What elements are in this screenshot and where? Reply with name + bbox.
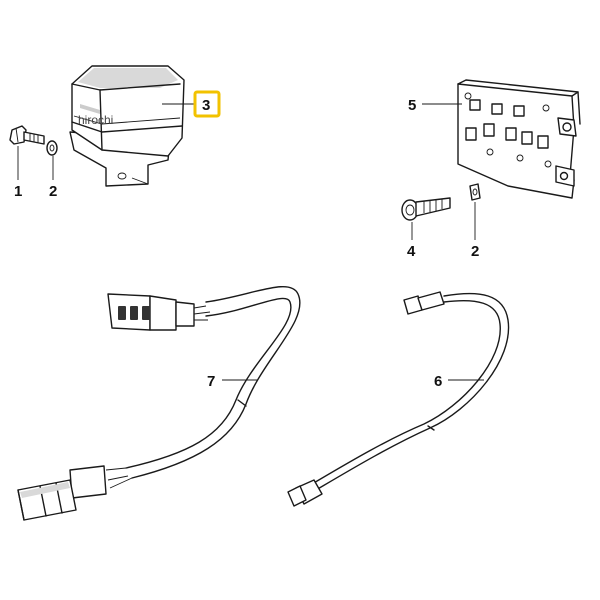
callout-7[interactable]: 7: [207, 373, 215, 390]
wire-part-6: [287, 291, 510, 507]
callout-6[interactable]: 6: [434, 373, 442, 390]
washer-part-2-right: [469, 183, 481, 201]
bolt-part-4: [401, 197, 451, 221]
callout-2-right[interactable]: 2: [471, 243, 479, 260]
callout-4[interactable]: 4: [407, 243, 416, 260]
regulator-part-5: [457, 79, 581, 199]
callout-1[interactable]: 1: [14, 183, 22, 200]
leader-lines: [17, 103, 484, 381]
relay-part-3: [69, 65, 185, 187]
bolt-part-1: [9, 125, 45, 145]
watermark-text: hirochi: [78, 113, 113, 127]
highlight-box: [193, 90, 221, 118]
washer-part-2-left: [46, 140, 58, 156]
callout-2-left[interactable]: 2: [49, 183, 57, 200]
callout-3[interactable]: 3: [202, 97, 210, 114]
harness-part-7: [17, 285, 301, 521]
callout-5[interactable]: 5: [408, 97, 416, 114]
